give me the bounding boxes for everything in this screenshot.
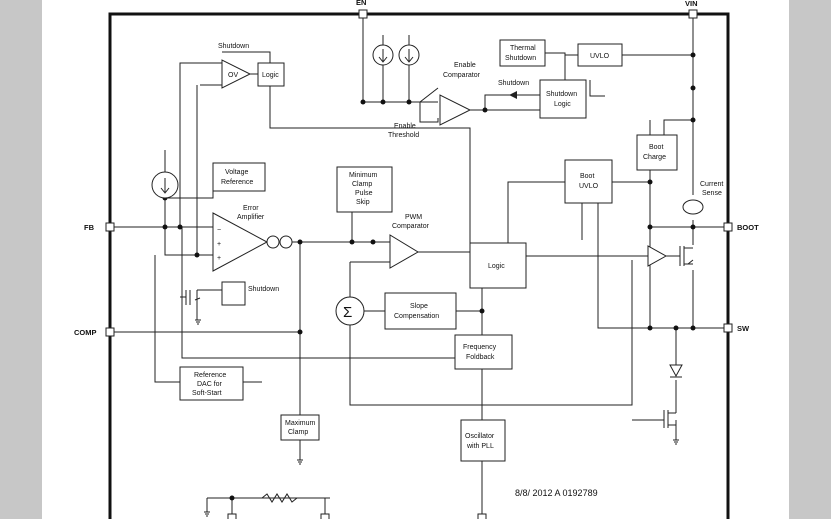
bottom-pin-box-3	[477, 513, 487, 519]
shutdown-fet-icon	[180, 290, 201, 305]
boot-uvlo-line2: UVLO	[579, 183, 599, 190]
resistor	[261, 493, 298, 503]
summing-node-icon	[335, 296, 365, 326]
sw-pin-box	[723, 323, 733, 333]
en-pin-box	[358, 9, 368, 19]
boot-charge-line2: Charge	[643, 154, 666, 161]
minimum-clamp-line4: Skip	[356, 199, 370, 206]
minimum-clamp-line1: Minimum	[349, 172, 378, 179]
shutdown-logic-line1: Shutdown	[546, 91, 577, 98]
enable-threshold-line1: Enable	[394, 123, 416, 130]
left-margin-band	[0, 0, 42, 519]
maximum-clamp-line1: Maximum	[285, 420, 316, 427]
en-pin-label: EN	[356, 0, 366, 7]
gate-driver	[647, 245, 668, 267]
ov-comparator	[221, 59, 252, 89]
enable-comparator	[439, 94, 472, 126]
minimum-clamp-line3: Pulse	[355, 190, 373, 197]
logic-main-label: Logic	[488, 263, 505, 270]
shutdown-logic-block	[539, 79, 587, 119]
pwm-comparator	[389, 234, 419, 269]
frequency-foldback-line1: Frequency	[463, 344, 497, 351]
slope-compensation-line2: Compensation	[394, 313, 439, 320]
slope-compensation-line1: Slope	[410, 303, 428, 310]
slope-compensation-block	[384, 292, 457, 330]
wiring	[110, 14, 728, 519]
pwm-comparator-line2: Comparator	[392, 223, 430, 230]
error-amplifier-line2: Amplifier	[237, 214, 265, 221]
boot-uvlo-line1: Boot	[580, 173, 594, 180]
sw-pin-label: SW	[737, 324, 750, 333]
boot-pin-box	[723, 222, 733, 232]
comp-pin-label: COMP	[74, 328, 97, 337]
current-sense-line1: Current	[700, 181, 723, 188]
reference-dac-line1: Reference	[194, 372, 226, 379]
document-stamp: 8/8/ 2012 A 0192789	[515, 488, 598, 498]
thermal-shutdown-line2: Shutdown	[505, 55, 536, 62]
transconductance-circle-icon	[266, 235, 280, 249]
bottom-pin-box-2	[320, 513, 330, 519]
junction-dots	[162, 52, 696, 501]
voltage-reference-line1: Voltage	[225, 169, 248, 176]
bottom-pin-box-1	[227, 513, 237, 519]
logic-small-block	[257, 62, 285, 87]
boot-uvlo-block	[564, 159, 613, 204]
reference-dac-block	[179, 366, 244, 401]
transconductance-circle-icon-2	[279, 235, 293, 249]
boot-charge-block	[636, 134, 678, 171]
sigma-symbol: Σ	[343, 304, 352, 321]
oscillator-block	[460, 419, 506, 462]
thermal-shutdown-block	[499, 39, 546, 67]
shutdown-top-label: Shutdown	[218, 43, 249, 50]
shutdown-logic-line2: Logic	[554, 101, 571, 108]
pwm-comparator-line1: PWM	[405, 214, 422, 221]
frequency-foldback-line2: Foldback	[466, 354, 495, 361]
low-side-fet-icon	[663, 405, 677, 440]
thermal-shutdown-line1: Thermal	[510, 45, 536, 52]
uvlo-block	[577, 43, 623, 67]
oscillator-line1: Oscillator	[465, 433, 495, 440]
oscillator-line2: with PLL	[466, 443, 494, 450]
shutdown-fet-label: Shutdown	[248, 286, 279, 293]
minus-sign: −	[217, 227, 221, 234]
fb-pin-box	[105, 222, 115, 232]
enable-comparator-line2: Comparator	[443, 72, 481, 79]
current-sense-icon	[682, 199, 704, 215]
ic-frame	[108, 12, 730, 519]
vin-pin-label: VIN	[685, 0, 698, 8]
diode-icon	[669, 364, 683, 378]
boot-pin-label: BOOT	[737, 223, 759, 232]
plus-sign: +	[217, 241, 221, 248]
reference-dac-line3: Soft-Start	[192, 390, 222, 397]
logic-main-block	[469, 242, 527, 289]
frequency-foldback-block	[454, 334, 513, 370]
error-amplifier-line1: Error	[243, 205, 259, 212]
minimum-clamp-block	[336, 166, 393, 213]
fb-pin-label: FB	[84, 223, 95, 232]
maximum-clamp-line2: Clamp	[288, 429, 308, 436]
error-amplifier	[212, 212, 269, 272]
logic-small-label: Logic	[262, 72, 279, 79]
shutdown-arrow-label: Shutdown	[498, 80, 529, 87]
enable-comparator-line1: Enable	[454, 62, 476, 69]
comp-pin-box	[105, 327, 115, 337]
enable-threshold-line2: Threshold	[388, 132, 419, 139]
voltage-reference-line2: Reference	[221, 179, 253, 186]
boot-charge-line1: Boot	[649, 144, 663, 151]
vin-pin-box	[688, 9, 698, 19]
ground-symbols	[195, 319, 679, 517]
high-side-fet-icon	[666, 246, 694, 266]
plus-sign-2: +	[217, 255, 221, 262]
voltage-reference-block	[212, 162, 266, 192]
uvlo-label: UVLO	[590, 53, 610, 60]
maximum-clamp-block	[280, 414, 320, 441]
ov-label: OV	[228, 72, 238, 79]
pin-markers	[105, 9, 733, 519]
current-sense-line2: Sense	[702, 190, 722, 197]
right-margin-band	[789, 0, 831, 519]
minimum-clamp-line2: Clamp	[352, 181, 372, 188]
reference-dac-line2: DAC for	[197, 381, 223, 388]
